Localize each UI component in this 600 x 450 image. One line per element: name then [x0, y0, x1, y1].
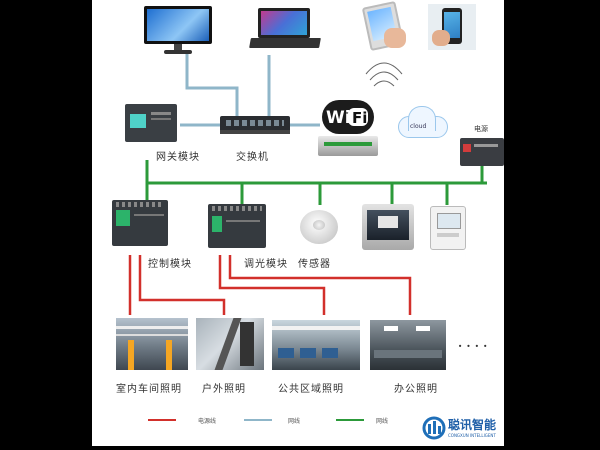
- sensor-icon: [298, 206, 340, 248]
- connection-lines: [128, 50, 487, 315]
- laptop-icon: [249, 8, 321, 54]
- legend-power-label: 电源线: [198, 418, 217, 425]
- control-module-icon: [112, 200, 168, 246]
- indoor-lighting-label: 室内车间照明: [116, 384, 182, 395]
- indoor-workshop-photo: [116, 318, 188, 370]
- monitor-icon: [144, 6, 212, 54]
- cloud-label: cloud: [410, 123, 427, 130]
- network-switch-icon: [220, 116, 290, 134]
- more-items-ellipsis: . . . .: [458, 336, 488, 350]
- control-module-label: 控制模块: [148, 259, 192, 270]
- sensor-label: 传感器: [298, 259, 331, 270]
- diagram-canvas: 网关模块 交换机 Wi Fi cloud 电源 控制模块 调光模块: [92, 0, 504, 446]
- gateway-module-icon: [125, 104, 177, 142]
- outdoor-lighting-photo: [196, 318, 264, 370]
- public-area-photo: [272, 320, 360, 370]
- power-line-office: [228, 255, 412, 315]
- tablet-icon: [360, 0, 410, 52]
- brand-subtitle: CONGXUN INTELLIGENT: [448, 433, 496, 438]
- wall-switch-icon: [430, 206, 466, 250]
- brand-logo-mark-icon: [422, 416, 446, 440]
- net-cable-monitor: [185, 50, 239, 118]
- outdoor-lighting-label: 户外照明: [202, 384, 246, 395]
- legend-bus-label: 网线: [376, 418, 389, 425]
- wifi-router-icon: Wi Fi: [318, 100, 378, 158]
- smartphone-icon: [428, 4, 476, 50]
- office-lighting-photo: [370, 320, 446, 370]
- legend: 电源线 网线 网线: [148, 414, 398, 426]
- power-label: 电源: [474, 125, 488, 133]
- power-line-outdoor: [138, 255, 226, 315]
- dimmer-module-icon: [208, 204, 266, 248]
- brand-logo: 聪讯智能 CONGXUN INTELLIGENT: [422, 416, 504, 446]
- power-supply-icon: [460, 138, 504, 166]
- power-line-public: [218, 255, 326, 315]
- office-lighting-label: 办公照明: [394, 384, 438, 395]
- public-area-lighting-label: 公共区域照明: [278, 384, 344, 395]
- touch-panel-icon: [362, 204, 414, 250]
- legend-net-swatch: [244, 419, 272, 421]
- cloud-icon: cloud: [394, 104, 450, 138]
- legend-bus-swatch: [336, 419, 364, 421]
- switch-label: 交换机: [236, 152, 269, 163]
- dimmer-module-label: 调光模块: [244, 259, 288, 270]
- legend-net-label: 网线: [288, 418, 301, 425]
- gateway-label: 网关模块: [156, 152, 200, 163]
- brand-name: 聪讯智能: [448, 418, 497, 432]
- wifi-waves-icon: [365, 62, 403, 87]
- legend-power-swatch: [148, 419, 176, 421]
